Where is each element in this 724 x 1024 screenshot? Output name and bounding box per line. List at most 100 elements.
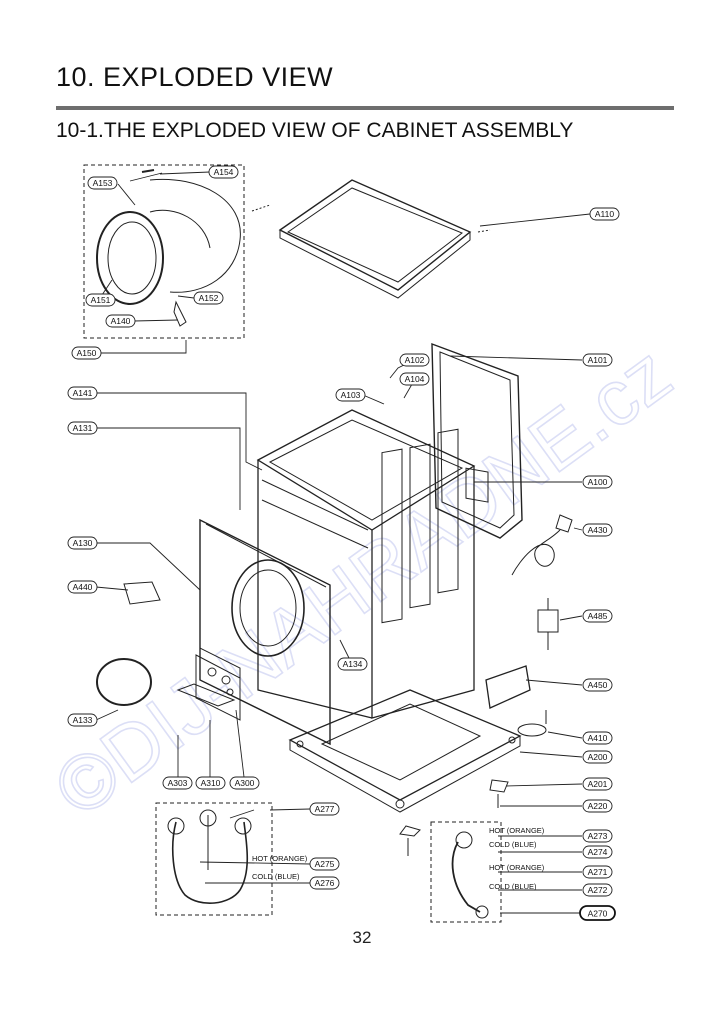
inlet-hose-right	[451, 841, 481, 913]
door-handle-part	[173, 300, 187, 327]
part-A270: A270	[579, 905, 616, 921]
leg-bracket	[399, 825, 421, 837]
door-hinge-cover	[149, 209, 211, 249]
part-A485: A485	[582, 609, 613, 623]
page-title: 10. EXPLODED VIEW	[56, 62, 334, 92]
front-panel	[176, 518, 331, 746]
hose-notes: HOT (ORANGE) COLD (BLUE) HOT (ORANGE) CO…	[252, 826, 545, 891]
part-A101: A101	[582, 353, 613, 367]
svg-text:A101: A101	[588, 355, 608, 365]
top-plate	[278, 179, 472, 291]
svg-text:A153: A153	[93, 178, 113, 188]
part-A100: A100	[582, 475, 613, 489]
note-hot-right-1: HOT (ORANGE)	[489, 826, 545, 835]
door-lock	[123, 581, 161, 605]
svg-text:A277: A277	[315, 804, 335, 814]
noise-filter	[537, 598, 559, 650]
clamp-ring	[96, 658, 152, 706]
svg-text:A410: A410	[588, 733, 608, 743]
part-A152: A152	[193, 291, 224, 305]
part-A140: A140	[105, 314, 136, 328]
part-A130: A130	[67, 536, 98, 550]
part-A410: A410	[582, 731, 613, 745]
page-number: 32	[352, 928, 372, 947]
svg-text:A275: A275	[315, 859, 335, 869]
part-A104: A104	[399, 372, 430, 386]
leg-bracket-right	[489, 779, 509, 793]
lower-front-panel	[195, 654, 241, 721]
note-hot-right-2: HOT (ORANGE)	[489, 863, 545, 872]
svg-text:A440: A440	[73, 582, 93, 592]
svg-text:A303: A303	[168, 778, 188, 788]
part-A103: A103	[335, 388, 366, 402]
power-cord	[511, 514, 573, 576]
svg-text:A104: A104	[405, 374, 425, 384]
door-ring	[96, 211, 164, 305]
part-A134: A134	[337, 657, 368, 671]
part-A303: A303	[162, 776, 193, 790]
svg-text:A154: A154	[214, 167, 234, 177]
svg-text:A151: A151	[91, 295, 111, 305]
part-A277: A277	[309, 802, 340, 816]
svg-text:A220: A220	[588, 801, 608, 811]
svg-text:A430: A430	[588, 525, 608, 535]
part-A133: A133	[67, 713, 98, 727]
svg-text:A130: A130	[73, 538, 93, 548]
pressure-switch	[517, 723, 547, 737]
svg-text:A310: A310	[201, 778, 221, 788]
svg-text:A102: A102	[405, 355, 425, 365]
svg-text:A134: A134	[343, 659, 363, 669]
part-A141: A141	[67, 386, 98, 400]
section-title: 10-1.THE EXPLODED VIEW OF CABINET ASSEMB…	[56, 119, 574, 142]
part-A200: A200	[582, 750, 613, 764]
part-A220: A220	[582, 799, 613, 813]
svg-text:A131: A131	[73, 423, 93, 433]
part-A300: A300	[229, 776, 260, 790]
part-A201: A201	[582, 777, 613, 791]
door-frame	[149, 178, 241, 293]
base-frame	[288, 689, 522, 813]
leader-lines	[95, 171, 591, 914]
svg-text:A273: A273	[588, 831, 608, 841]
side-cover	[485, 665, 531, 709]
svg-text:A100: A100	[588, 477, 608, 487]
door-group-box	[83, 164, 245, 339]
svg-text:A141: A141	[73, 388, 93, 398]
svg-text:A300: A300	[235, 778, 255, 788]
inlet-hose-box-right	[430, 821, 502, 923]
title-rule	[56, 106, 674, 110]
svg-text:A276: A276	[315, 878, 335, 888]
svg-text:A150: A150	[77, 348, 97, 358]
svg-text:A485: A485	[588, 611, 608, 621]
svg-text:A274: A274	[588, 847, 608, 857]
svg-text:A110: A110	[595, 209, 614, 219]
part-A310: A310	[195, 776, 226, 790]
part-A150: A150	[71, 346, 102, 360]
part-A276: A276	[309, 876, 340, 890]
door-glass	[107, 221, 157, 295]
inlet-hose-box-left	[155, 802, 273, 916]
part-A131: A131	[67, 421, 98, 435]
part-A102: A102	[399, 353, 430, 367]
part-A110: A110	[589, 207, 620, 221]
svg-text:A270: A270	[588, 909, 608, 919]
svg-text:A133: A133	[73, 715, 93, 725]
note-hot-left: HOT (ORANGE)	[252, 854, 308, 863]
svg-text:A103: A103	[341, 390, 361, 400]
part-A271: A271	[582, 865, 613, 879]
part-A151: A151	[85, 293, 116, 307]
rear-panel	[431, 342, 523, 539]
part-A272: A272	[582, 883, 613, 897]
inlet-hose-left	[171, 821, 249, 905]
svg-text:A271: A271	[588, 867, 608, 877]
note-cold-right-1: COLD (BLUE)	[489, 840, 537, 849]
kick-plate	[176, 683, 236, 707]
part-labels: A154 A153 A151 A152 A140 A150 A110 A102 …	[67, 165, 620, 921]
part-A275: A275	[309, 857, 340, 871]
part-A274: A274	[582, 845, 613, 859]
svg-text:A450: A450	[588, 680, 608, 690]
part-A154: A154	[208, 165, 239, 179]
cabinet-body	[256, 409, 476, 719]
part-A440: A440	[67, 580, 98, 594]
